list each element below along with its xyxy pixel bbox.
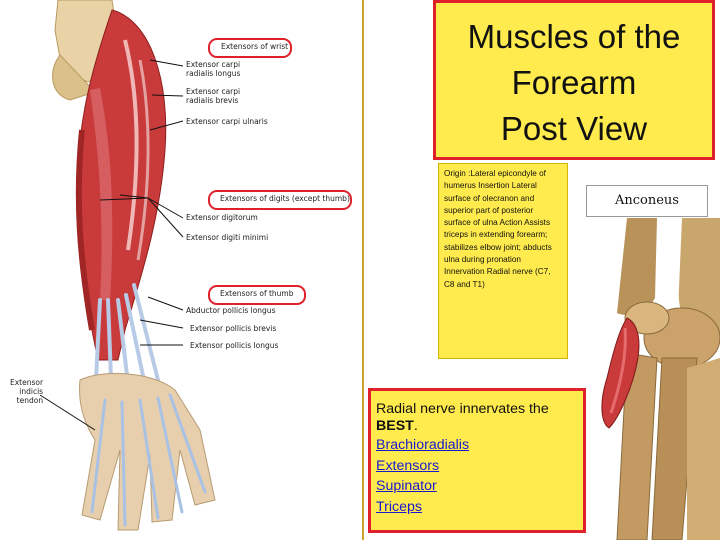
highlight-circle-digits <box>208 190 352 210</box>
highlight-circle-thumb <box>208 285 306 305</box>
option-supinator[interactable]: Supinator <box>376 478 437 494</box>
info-box: Origin :Lateral epicondyle of humerus In… <box>438 163 568 359</box>
quiz-question: Radial nerve innervates the BEST. <box>376 401 578 435</box>
label-extensors-of-wrist: Extensors of wrist <box>221 42 289 51</box>
label-extensor-digitorum: Extensor digitorum <box>186 213 258 222</box>
label-extensor-carpi-ulnaris: Extensor carpi ulnaris <box>186 117 268 126</box>
label-extensor-digiti-minimi: Extensor digiti minimi <box>186 233 269 242</box>
divider-line <box>362 0 364 540</box>
highlight-circle-wrist <box>208 38 292 58</box>
quiz-question-emphasis: BEST <box>376 418 414 434</box>
anconeus-illustration <box>587 218 720 540</box>
label-extensor-pollicis-brevis: Extensor pollicis brevis <box>190 324 277 333</box>
quiz-question-suffix: . <box>413 418 418 434</box>
option-extensors[interactable]: Extensors <box>376 457 440 474</box>
forearm-illustration: Extensors of wrist Extensor carpi radial… <box>10 0 352 531</box>
label-abductor-pollicis-longus: Abductor pollicis longus <box>186 306 276 315</box>
quiz-question-prefix: Radial nerve innervates the <box>376 401 549 417</box>
label-extensors-of-thumb: Extensors of thumb <box>220 289 294 298</box>
label-extensor-pollicis-longus: Extensor pollicis longus <box>190 341 279 350</box>
anconeus-description: Origin :Lateral epicondyle of humerus In… <box>444 169 552 289</box>
option-brachioradialis[interactable]: Brachioradialis <box>376 437 470 453</box>
label-extensors-of-digits: Extensors of digits (except thumb) <box>220 194 350 203</box>
forearm-drawing <box>39 0 216 531</box>
label-extensor-carpi-radialis-longus: Extensor carpi radialis longus <box>186 60 241 78</box>
title-box: Muscles of the Forearm Post View <box>433 0 715 160</box>
slide-title: Muscles of the Forearm Post View <box>467 18 681 147</box>
label-extensor-indicis-tendon: Extensor indicis tendon <box>10 378 44 405</box>
option-triceps[interactable]: Triceps <box>376 498 422 515</box>
quiz-box: Radial nerve innervates the BEST. Brachi… <box>368 388 586 533</box>
anconeus-label: Anconeus <box>586 185 708 217</box>
label-extensor-carpi-radialis-brevis: Extensor carpi radialis brevis <box>186 87 241 105</box>
